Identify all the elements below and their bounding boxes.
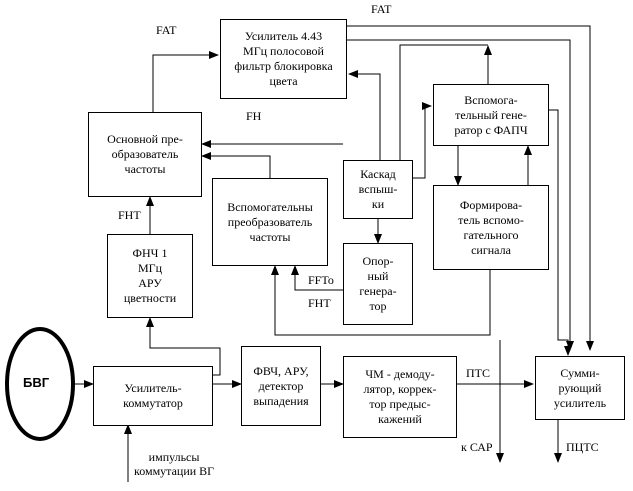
conn-amp-lpf bbox=[146, 317, 221, 376]
label-pulses: импульсы коммутации ВГ bbox=[134, 450, 215, 478]
conn-former-aux bbox=[271, 265, 491, 336]
main-converter-block: Основной пре- образователь частоты bbox=[88, 112, 202, 197]
aux-generator-block: Вспомога- тельный гене- ратор с ФАПЧ bbox=[433, 84, 549, 146]
lpf-block: ФНЧ 1 МГц АРУ цветности bbox=[107, 234, 193, 318]
conn-auxgen-right bbox=[549, 109, 572, 356]
conn-burst-auxgen bbox=[413, 102, 432, 179]
conn-aux-main bbox=[201, 152, 271, 178]
bvg-label: БВГ bbox=[23, 375, 50, 390]
label-ffto: FFTo bbox=[308, 273, 334, 287]
label-fat-left: FAT bbox=[156, 23, 177, 37]
label-ptss: ПЦТС bbox=[566, 440, 599, 454]
conn-amp443-fat2 bbox=[347, 39, 574, 351]
label-k-sar: к САР bbox=[461, 440, 493, 454]
label-fht-left: FHT bbox=[118, 208, 141, 222]
aux-converter-block: Вспомогательны преобразователь частоты bbox=[212, 178, 328, 266]
burst-block: Каскад вспыш- ки bbox=[343, 160, 413, 219]
aux-former-block: Формирова- тель вспомо- гательного сигна… bbox=[433, 185, 549, 270]
label-pts: ПТС bbox=[466, 366, 490, 380]
amp-switch-block: Усилитель- коммутатор bbox=[93, 366, 213, 426]
reference-generator-block: Опор- ный генера- тор bbox=[343, 243, 413, 325]
conn-burst-amp443 bbox=[348, 70, 381, 160]
summing-amplifier-block: Сумми- рующий усилитель bbox=[535, 356, 625, 420]
label-fat-top: FAT bbox=[371, 2, 392, 16]
conn-amp443-fat bbox=[347, 25, 594, 351]
conn-ref-aux bbox=[291, 265, 343, 291]
conn-main-amp443 bbox=[152, 51, 219, 112]
fm-demodulator-block: ЧМ - демоду- лятор, коррек- тор предыс- … bbox=[343, 356, 457, 438]
label-fht-bottom: FHT bbox=[308, 296, 331, 310]
hpf-block: ФВЧ, АРУ, детектор выпадения bbox=[241, 346, 321, 426]
label-fh: FH bbox=[246, 109, 262, 123]
amp443-block: Усилитель 4.43 МГц полосовой фильтр блок… bbox=[220, 19, 347, 99]
